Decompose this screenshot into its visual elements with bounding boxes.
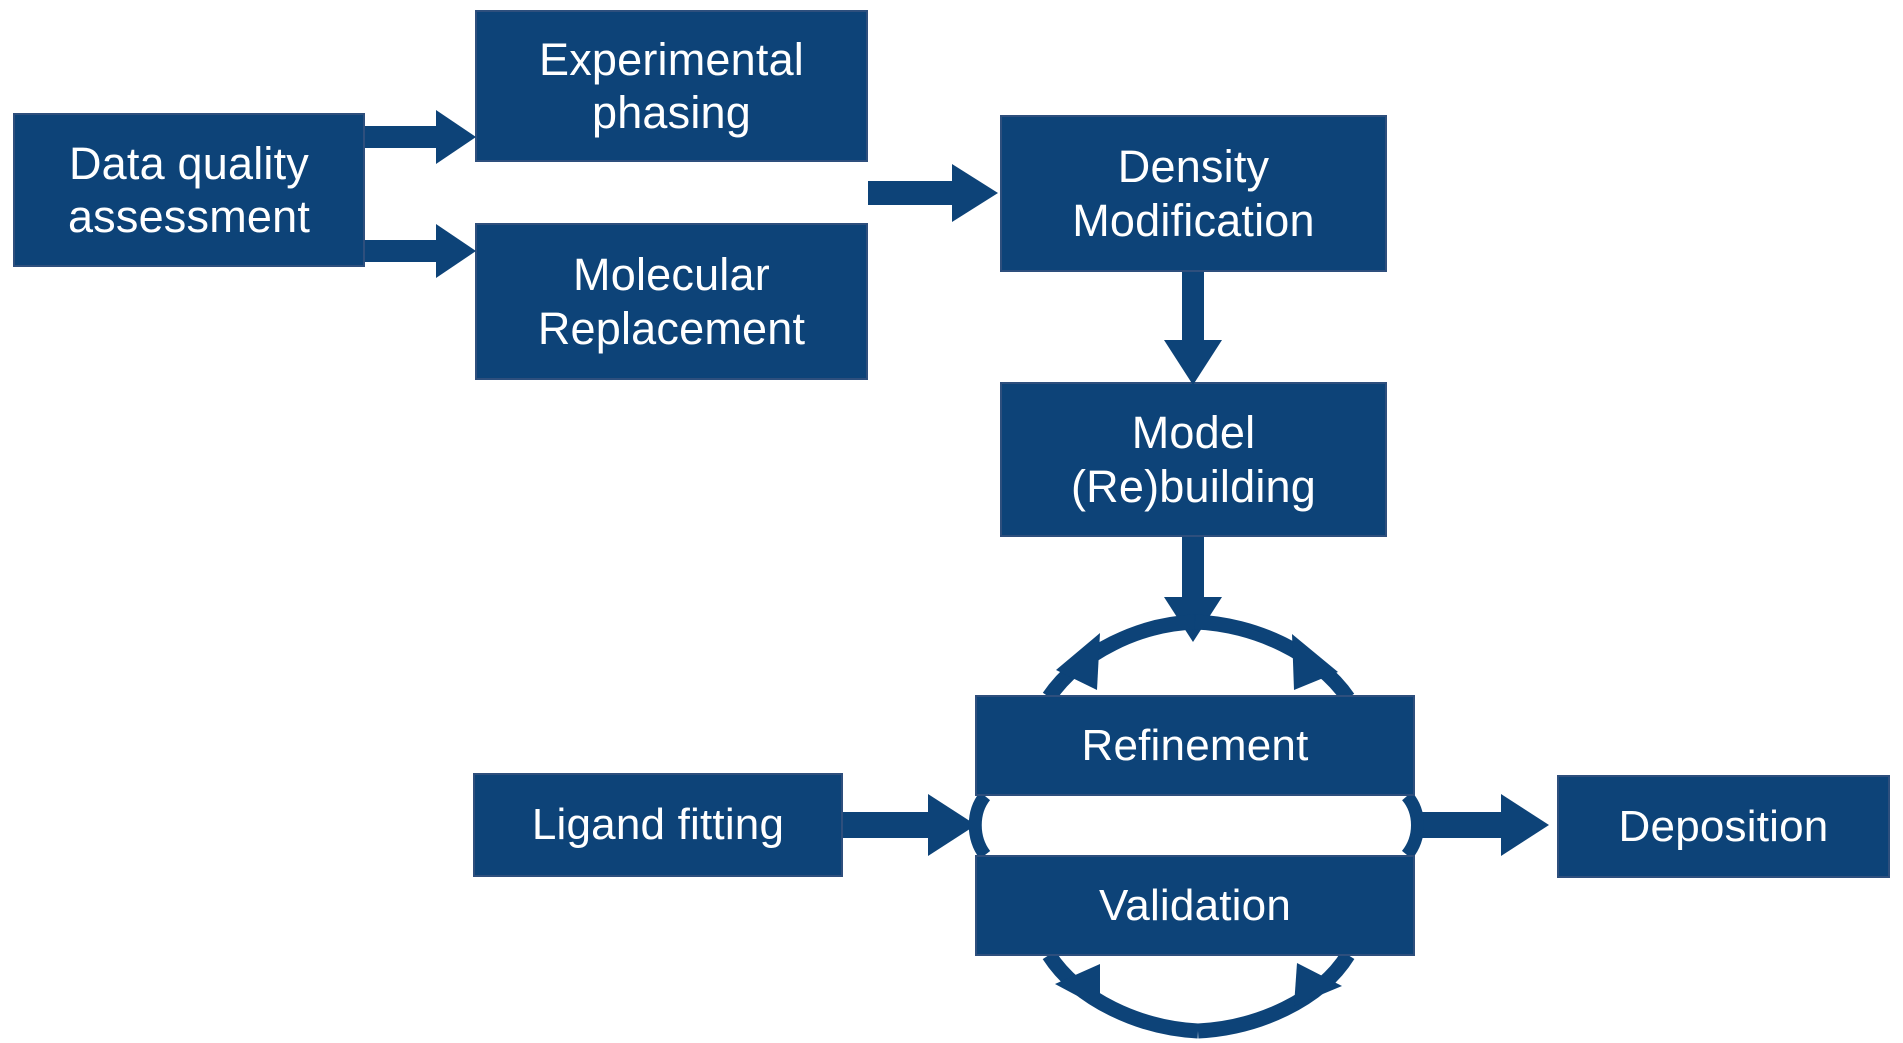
cycle-arrowhead-bottom-left — [1055, 964, 1100, 1008]
node-validation[interactable]: Validation — [975, 855, 1415, 956]
node-data-quality-assessment[interactable]: Data quality assessment — [13, 113, 365, 267]
cycle-arc-bottom-left — [1042, 950, 1199, 1039]
cycle-arc-bottom-right — [1197, 950, 1355, 1039]
node-density-modification[interactable]: Density Modification — [1000, 115, 1387, 272]
node-experimental-phasing[interactable]: Experimental phasing — [475, 10, 868, 162]
node-molecular-replacement[interactable]: Molecular Replacement — [475, 223, 868, 380]
node-refinement[interactable]: Refinement — [975, 695, 1415, 796]
node-ligand-fitting[interactable]: Ligand fitting — [473, 773, 843, 877]
node-model-rebuilding[interactable]: Model (Re)building — [1000, 382, 1387, 537]
cycle-arrowhead-top-right — [1292, 634, 1338, 690]
cycle-arc-left-link — [968, 791, 991, 859]
node-deposition[interactable]: Deposition — [1557, 775, 1890, 878]
cycle-arrowhead-bottom-right — [1294, 963, 1342, 1006]
cycle-arrowhead-top-left — [1056, 633, 1100, 690]
